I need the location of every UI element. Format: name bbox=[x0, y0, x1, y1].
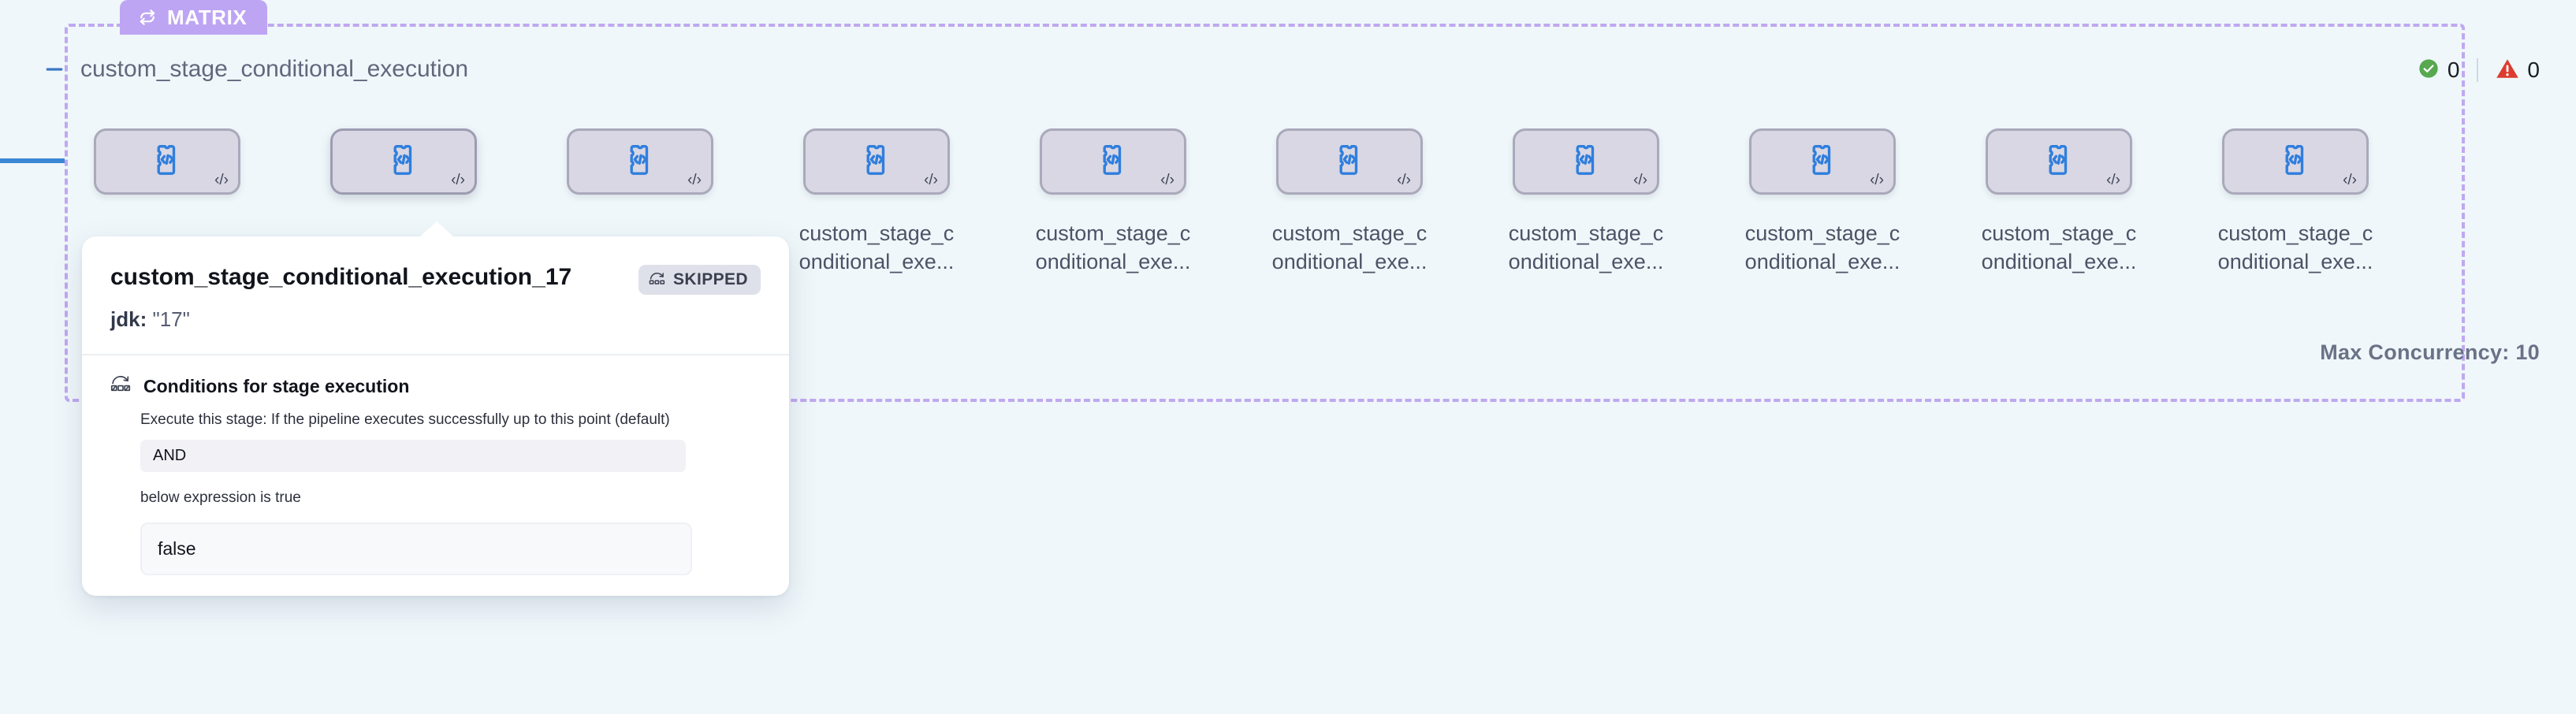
skip-arc-icon bbox=[649, 271, 665, 288]
matrix-nodes-row: ‹/› custom_stage_c onditional_exe... ‹/› cu… bbox=[65, 128, 2465, 318]
conditions-note: below expression is true bbox=[140, 489, 301, 506]
matrix-node-1[interactable]: ‹/›custom_stage_c onditional_exe... bbox=[306, 128, 501, 276]
status-badge: SKIPPED bbox=[638, 265, 761, 295]
matrix-node-3[interactable]: ‹/› custom_stage_c onditional_exe... bbox=[779, 128, 974, 276]
node-label: custom_stage_c onditional_exe... bbox=[1508, 221, 1664, 273]
status-badge-label: SKIPPED bbox=[673, 270, 748, 288]
matrix-node-9[interactable]: ‹/› custom_stage_c onditional_exe... bbox=[2198, 128, 2393, 276]
matrix-node-0[interactable]: ‹/›custom_stage_c onditional_exe... bbox=[69, 128, 265, 276]
custom-stage-code-icon bbox=[1331, 142, 1368, 182]
custom-stage-code-icon bbox=[858, 142, 895, 182]
code-tag-icon: ‹/› bbox=[2106, 172, 2120, 188]
custom-stage-code-icon bbox=[1804, 142, 1841, 182]
matrix-node-6[interactable]: ‹/› custom_stage_c onditional_exe... bbox=[1488, 128, 1684, 276]
group-status-indicators: 0 0 bbox=[2418, 55, 2540, 85]
node-card[interactable]: ‹/› bbox=[803, 128, 950, 195]
warning-status: 0 bbox=[2496, 58, 2540, 84]
custom-stage-code-icon bbox=[1095, 142, 1131, 182]
conditions-description: Execute this stage: If the pipeline exec… bbox=[140, 411, 670, 428]
tooltip-arrow bbox=[419, 221, 454, 237]
warning-count: 0 bbox=[2527, 58, 2540, 82]
incoming-edge-connector bbox=[0, 158, 65, 163]
success-status: 0 bbox=[2418, 58, 2460, 84]
loop-repeat-icon bbox=[137, 7, 158, 28]
node-label: custom_stage_c onditional_exe... bbox=[1035, 221, 1191, 273]
minus-icon[interactable] bbox=[41, 56, 68, 83]
node-card[interactable]: ‹/› bbox=[2222, 128, 2369, 195]
conditions-section: Conditions for stage execution Execute t… bbox=[82, 355, 789, 575]
skip-conditions-icon bbox=[110, 375, 131, 397]
code-tag-icon: ‹/› bbox=[2343, 172, 2357, 188]
code-tag-icon: ‹/› bbox=[1633, 172, 1647, 188]
code-tag-icon: ‹/› bbox=[1397, 172, 1411, 188]
node-label: custom_stage_c onditional_exe... bbox=[1744, 221, 1900, 273]
tooltip-parameter-key: jdk: bbox=[110, 307, 147, 331]
custom-stage-code-icon bbox=[1568, 142, 1604, 182]
page-title: custom_stage_conditional_execution bbox=[80, 56, 468, 82]
node-card[interactable]: ‹/› bbox=[1276, 128, 1423, 195]
check-circle-icon bbox=[2418, 58, 2440, 84]
matrix-node-5[interactable]: ‹/› custom_stage_c onditional_exe... bbox=[1252, 128, 1447, 276]
code-tag-icon: ‹/› bbox=[214, 172, 229, 188]
node-label: custom_stage_c onditional_exe... bbox=[798, 221, 955, 273]
tooltip-divider bbox=[82, 354, 789, 355]
custom-stage-code-icon bbox=[2041, 142, 2077, 182]
max-concurrency-label: Max Concurrency: 10 bbox=[2320, 340, 2540, 364]
custom-stage-code-icon bbox=[2277, 142, 2314, 182]
conditions-operator-field: AND bbox=[140, 440, 686, 472]
conditions-heading-row: Conditions for stage execution bbox=[110, 375, 761, 397]
tooltip-header: custom_stage_conditional_execution_17 SK… bbox=[82, 236, 789, 295]
tooltip-parameter-value: "17" bbox=[152, 307, 190, 331]
success-count: 0 bbox=[2447, 58, 2460, 82]
code-tag-icon: ‹/› bbox=[1160, 172, 1174, 188]
group-header: custom_stage_conditional_execution bbox=[41, 52, 2544, 87]
node-card[interactable]: ‹/› bbox=[567, 128, 713, 195]
matrix-badge[interactable]: MATRIX bbox=[120, 0, 268, 35]
node-card[interactable]: ‹/› bbox=[1749, 128, 1896, 195]
node-card[interactable]: ‹/› bbox=[94, 128, 240, 195]
node-label: custom_stage_c onditional_exe... bbox=[2217, 221, 2373, 273]
node-card[interactable]: ‹/› bbox=[1513, 128, 1659, 195]
node-label: custom_stage_c onditional_exe... bbox=[1271, 221, 1428, 273]
custom-stage-code-icon bbox=[149, 142, 185, 182]
code-tag-icon: ‹/› bbox=[924, 172, 938, 188]
code-tag-icon: ‹/› bbox=[451, 172, 465, 188]
node-detail-tooltip: custom_stage_conditional_execution_17 SK… bbox=[82, 221, 789, 596]
code-tag-icon: ‹/› bbox=[1870, 172, 1884, 188]
custom-stage-code-icon bbox=[622, 142, 658, 182]
tooltip-parameter: jdk: "17" bbox=[82, 295, 789, 332]
conditions-heading: Conditions for stage execution bbox=[143, 376, 410, 396]
status-divider bbox=[2477, 58, 2479, 82]
matrix-node-4[interactable]: ‹/› custom_stage_c onditional_exe... bbox=[1015, 128, 1211, 276]
matrix-badge-label: MATRIX bbox=[167, 5, 248, 29]
node-card[interactable]: ‹/› bbox=[1040, 128, 1186, 195]
node-card[interactable]: ‹/› bbox=[1986, 128, 2132, 195]
matrix-node-2[interactable]: ‹/›custom_stage_c onditional_exe... bbox=[542, 128, 738, 276]
conditions-expression-box: false bbox=[140, 522, 692, 575]
node-label: custom_stage_c onditional_exe... bbox=[1981, 221, 2137, 273]
tooltip-title: custom_stage_conditional_execution_17 bbox=[110, 264, 572, 290]
matrix-node-8[interactable]: ‹/› custom_stage_c onditional_exe... bbox=[1961, 128, 2157, 276]
code-tag-icon: ‹/› bbox=[687, 172, 702, 188]
warning-triangle-icon bbox=[2496, 58, 2519, 84]
custom-stage-code-icon bbox=[385, 142, 422, 182]
matrix-node-7[interactable]: ‹/› custom_stage_c onditional_exe... bbox=[1725, 128, 1920, 276]
node-card[interactable]: ‹/› bbox=[330, 128, 477, 195]
